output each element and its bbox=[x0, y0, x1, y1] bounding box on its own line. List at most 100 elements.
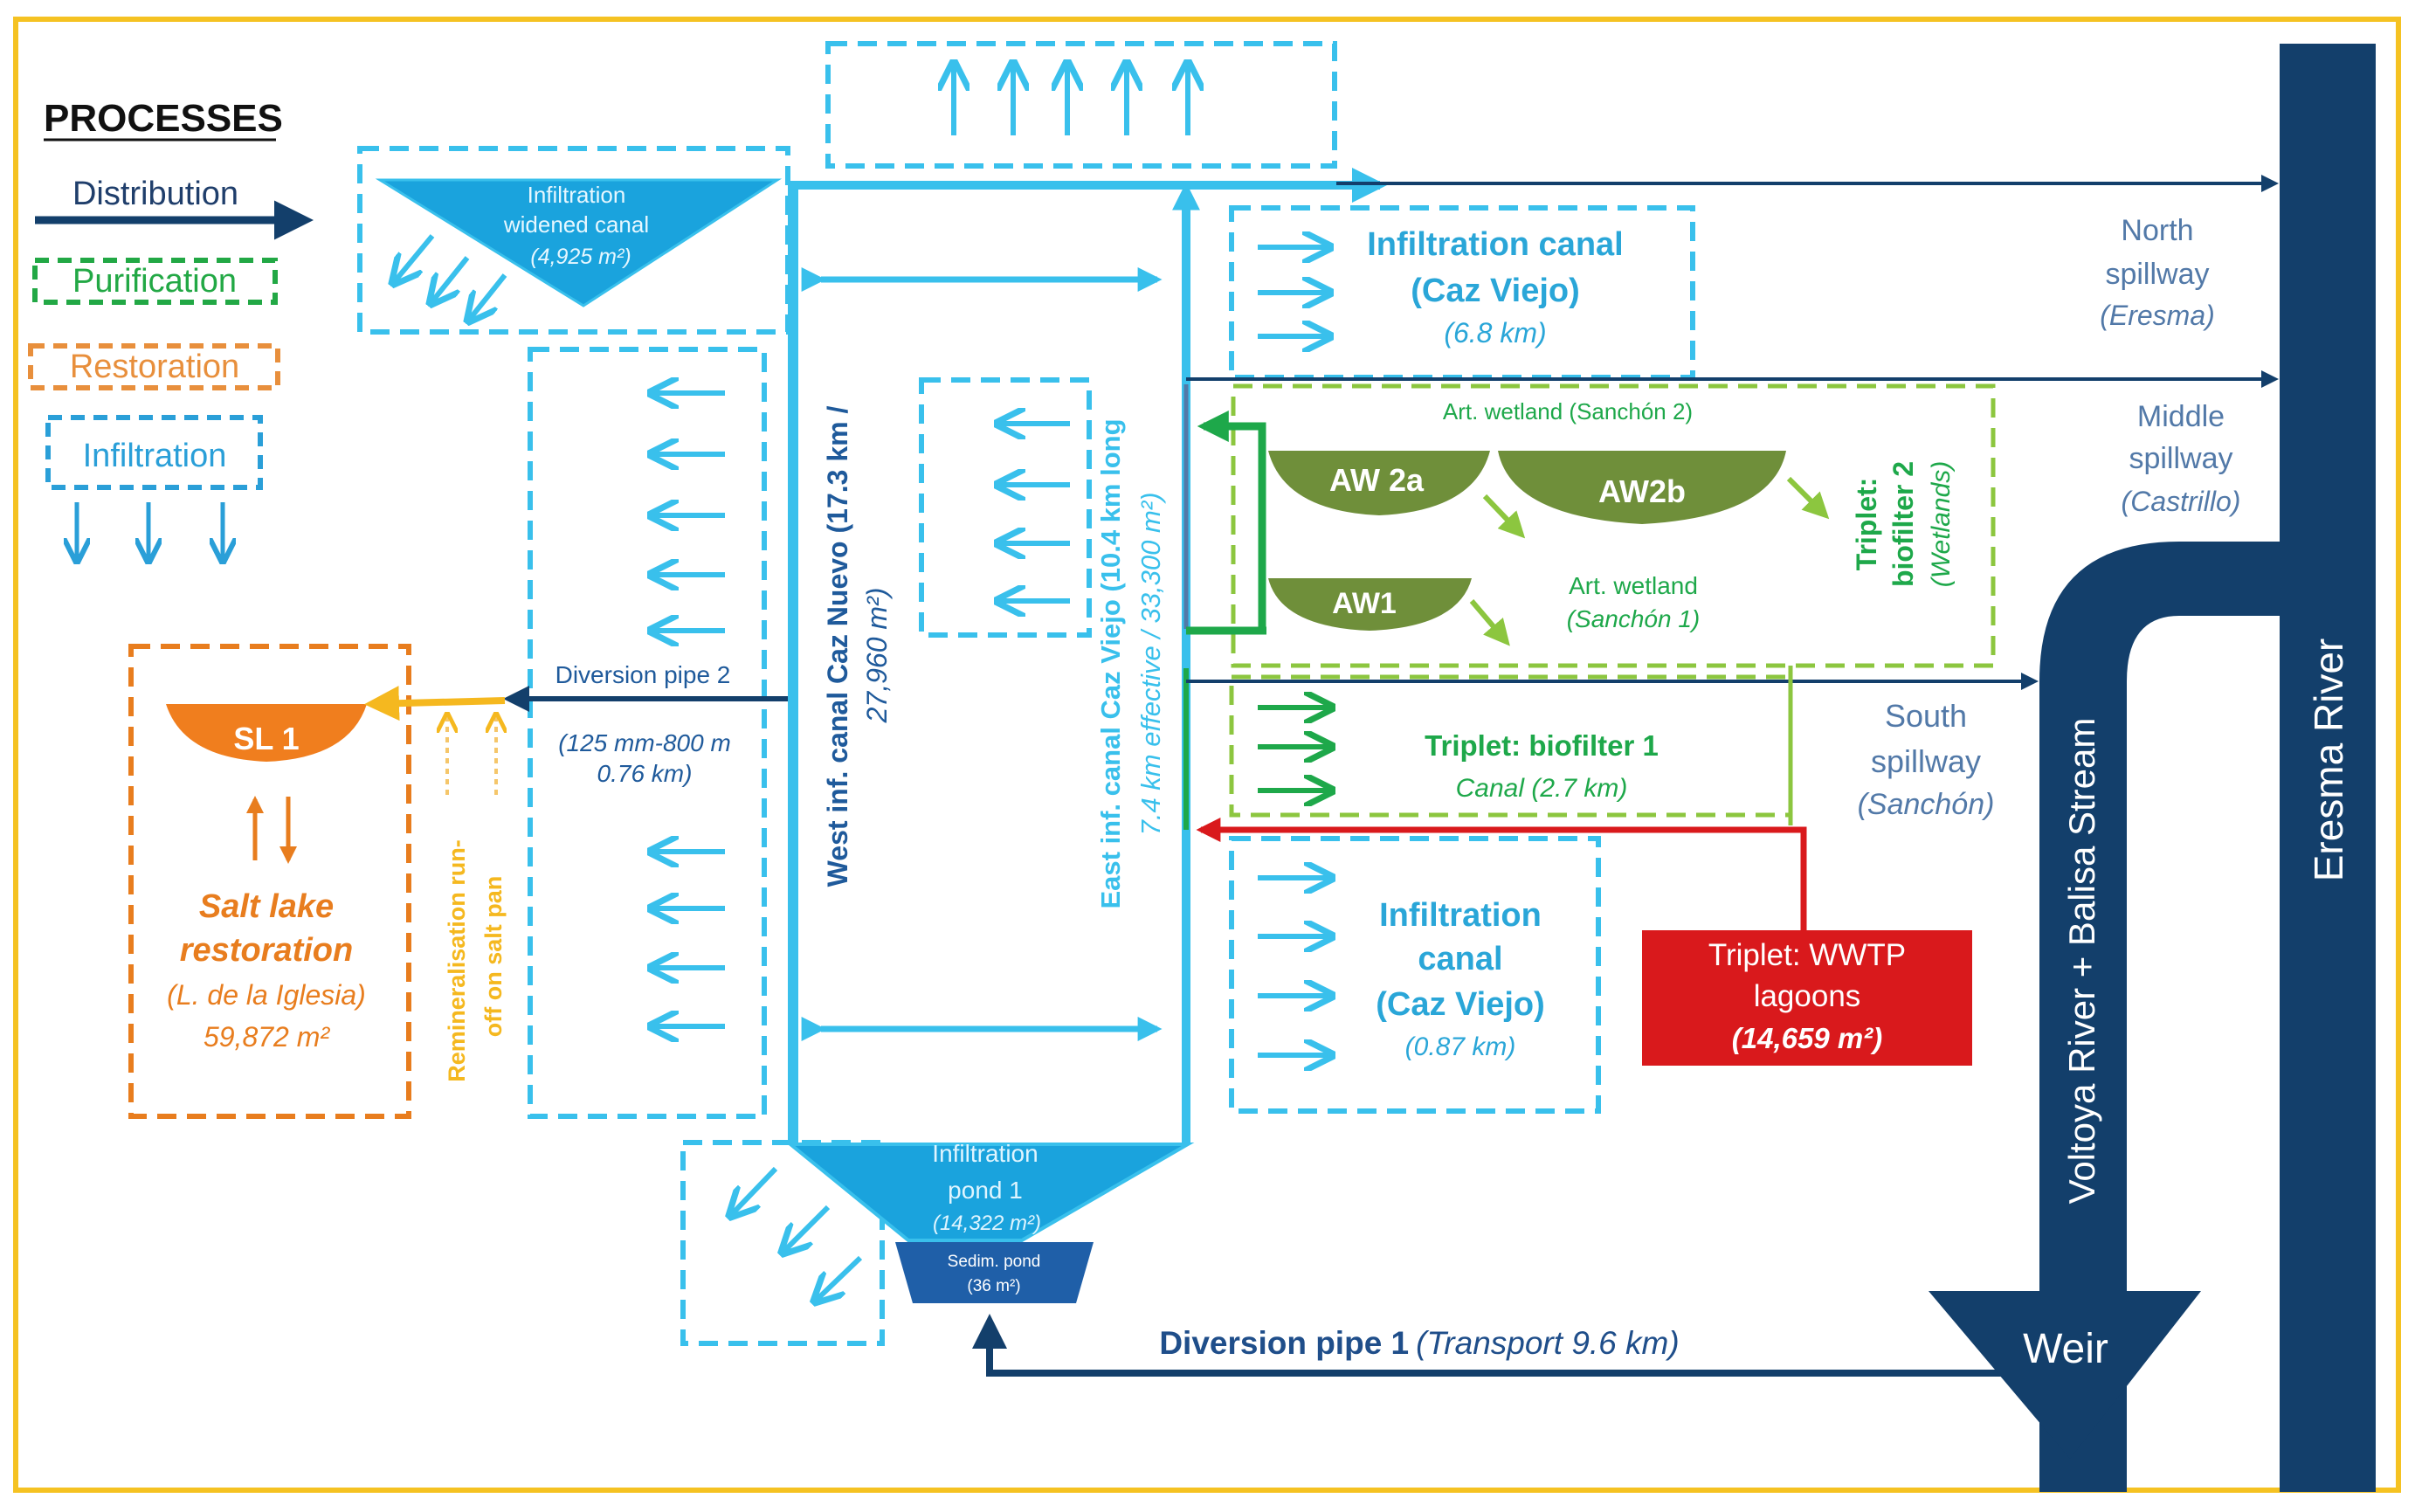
mid-infiltration-box bbox=[919, 377, 1092, 638]
south-spillway-3: (Sanchón) bbox=[1858, 788, 1995, 821]
salt-lake-title-2: restoration bbox=[180, 932, 353, 969]
legend-restoration-label: Restoration bbox=[70, 349, 239, 385]
widened-canal-area: (4,925 m²) bbox=[530, 245, 631, 269]
pond-infiltration-box bbox=[680, 1140, 885, 1346]
aw-2a-basin bbox=[1268, 451, 1490, 515]
east-canal-label-1: East inf. canal Caz Viejo (10.4 km long bbox=[1095, 418, 1126, 908]
widened-canal-label-2: widened canal bbox=[503, 211, 649, 238]
west-infiltration-box bbox=[528, 347, 767, 1119]
sedimentation-pond bbox=[895, 1242, 1094, 1303]
green-loop-arrow bbox=[1197, 411, 1266, 631]
middle-spillway-2: spillway bbox=[2129, 442, 2232, 475]
salt-lake-box bbox=[128, 644, 411, 1119]
caz-viejo-north-title-2: (Caz Viejo) bbox=[1411, 273, 1580, 309]
north-right-arrows bbox=[1258, 247, 1328, 336]
west-left-arrows bbox=[653, 393, 725, 1026]
remineralisation-label-2: off on salt pan bbox=[480, 876, 507, 1038]
aw-2b-label: AW2b bbox=[1598, 473, 1686, 509]
diag-arrow bbox=[470, 273, 507, 319]
north-spillway-3: (Eresma) bbox=[2100, 300, 2215, 331]
caz-viejo-north-length: (6.8 km) bbox=[1444, 317, 1546, 349]
legend-infiltration-label: Infiltration bbox=[83, 438, 227, 474]
east-canal-label-2: 7.4 km effective / 33,300 m²) bbox=[1135, 493, 1166, 836]
legend-distribution-label: Distribution bbox=[72, 176, 238, 212]
wetland-arrow bbox=[1469, 599, 1510, 646]
wetland-flow-arrows bbox=[1469, 476, 1830, 646]
wwtp-area: (14,659 m²) bbox=[1732, 1022, 1882, 1054]
top-infiltration-box bbox=[825, 41, 1337, 169]
salt-lake-name: (L. de la Iglesia) bbox=[167, 979, 366, 1011]
diag-arrow bbox=[395, 234, 435, 281]
sed-pond-label-1: Sedim. pond bbox=[948, 1253, 1041, 1271]
west-canal-label-2: 27,960 m²) bbox=[861, 588, 893, 724]
south-right-arrows bbox=[1258, 878, 1329, 1055]
wetland2-label: Art. wetland (Sanchón 2) bbox=[1443, 398, 1693, 425]
eresma-river-label: Eresma River bbox=[2306, 639, 2351, 882]
salt-lake-basin bbox=[166, 704, 367, 762]
diag-arrow bbox=[732, 1166, 778, 1214]
pond-area: (14,322 m²) bbox=[933, 1212, 1041, 1235]
caz-viejo-south-box bbox=[1229, 836, 1601, 1114]
middle-spillway-1: Middle bbox=[2137, 400, 2225, 433]
biofilter1-box bbox=[1229, 674, 1793, 818]
wwtp-label-2: lagoons bbox=[1754, 979, 1861, 1013]
caz-viejo-north-title-1: Infiltration canal bbox=[1367, 226, 1623, 263]
wetland-arrow bbox=[1786, 476, 1830, 520]
caz-viejo-south-title-2: canal bbox=[1418, 941, 1502, 977]
south-spillway-2: spillway bbox=[1871, 743, 1981, 779]
legend-purification-label: Purification bbox=[72, 263, 237, 300]
biofilter1-label-1: Triplet: biofilter 1 bbox=[1425, 729, 1659, 762]
salt-lake-area: 59,872 m² bbox=[204, 1021, 330, 1053]
yellow-arrow-to-salt-lake bbox=[364, 686, 506, 721]
caz-viejo-south-title-3: (Caz Viejo) bbox=[1376, 986, 1545, 1023]
remineralisation-label-1: Remineralisation run- bbox=[444, 839, 470, 1082]
mid-left-arrows bbox=[1000, 424, 1070, 601]
pond-label-1: Infiltration bbox=[932, 1140, 1038, 1167]
weir-label: Weir bbox=[2023, 1326, 2108, 1372]
eresma-river bbox=[2280, 44, 2376, 1492]
wwtp-box bbox=[1642, 930, 1972, 1066]
legend: PROCESSES Distribution Purification Rest… bbox=[28, 97, 314, 559]
aw-1-basin bbox=[1268, 578, 1472, 631]
pond-label-2: pond 1 bbox=[948, 1177, 1023, 1204]
caz-viejo-south-title-1: Infiltration bbox=[1379, 897, 1542, 934]
diag-arrow bbox=[817, 1255, 863, 1300]
widened-canal-diag-arrows bbox=[395, 234, 507, 319]
diag-arrow bbox=[784, 1205, 831, 1251]
biofilter2-label-3: (Wetlands) bbox=[1927, 461, 1956, 588]
weir-shape bbox=[1929, 1291, 2201, 1459]
remineralisation-dotted-arrows bbox=[447, 716, 496, 795]
wetland1-label-1: Art. wetland bbox=[1569, 572, 1698, 599]
diversion-pipe-1-label: Diversion pipe 1(Transport 9.6 km) bbox=[1159, 1325, 1679, 1361]
voltoya-river-label: Voltoya River + Balisa Stream bbox=[2061, 718, 2102, 1205]
biofilter2-label-1: Triplet: bbox=[1851, 478, 1882, 571]
aw-2a-label: AW 2a bbox=[1329, 462, 1425, 498]
wwtp-red-arrow bbox=[1196, 818, 1807, 930]
wetland-arrow bbox=[1482, 494, 1526, 539]
aw-1-label: AW1 bbox=[1332, 587, 1397, 620]
diversion-pipe-2-label: Diversion pipe 2 bbox=[555, 661, 731, 688]
biofilter1-label-2: Canal (2.7 km) bbox=[1456, 774, 1628, 803]
salt-lake-title-1: Salt lake bbox=[199, 888, 334, 925]
sed-pond-label-2: (36 m²) bbox=[967, 1277, 1020, 1295]
infiltration-pond-1 bbox=[785, 1143, 1195, 1242]
diversion-pipe-1-name: Diversion pipe 1 bbox=[1159, 1325, 1409, 1361]
aw-2b-basin bbox=[1498, 451, 1786, 524]
diversion-pipe-1-line bbox=[972, 1314, 2053, 1377]
top-up-arrows bbox=[954, 66, 1188, 135]
salt-lake-code: SL 1 bbox=[233, 721, 299, 756]
middle-spillway-3: (Castrillo) bbox=[2122, 486, 2241, 517]
legend-title: PROCESSES bbox=[44, 97, 283, 140]
legend-restoration-box bbox=[28, 343, 280, 390]
south-spillway-1: South bbox=[1885, 698, 1967, 734]
diversion-pipe-2-spec-2: 0.76 km) bbox=[597, 760, 693, 787]
salt-lake-exchange-arrows bbox=[246, 796, 297, 864]
legend-purification-box bbox=[32, 258, 278, 305]
north-spillway-2: spillway bbox=[2105, 258, 2209, 291]
legend-infiltration-box bbox=[45, 415, 263, 490]
caz-viejo-south-length: (0.87 km) bbox=[1405, 1032, 1516, 1061]
outer-frame bbox=[13, 17, 2401, 1493]
widened-canal-triangle bbox=[375, 178, 783, 307]
biofilter2-label-2: biofilter 2 bbox=[1887, 461, 1919, 587]
